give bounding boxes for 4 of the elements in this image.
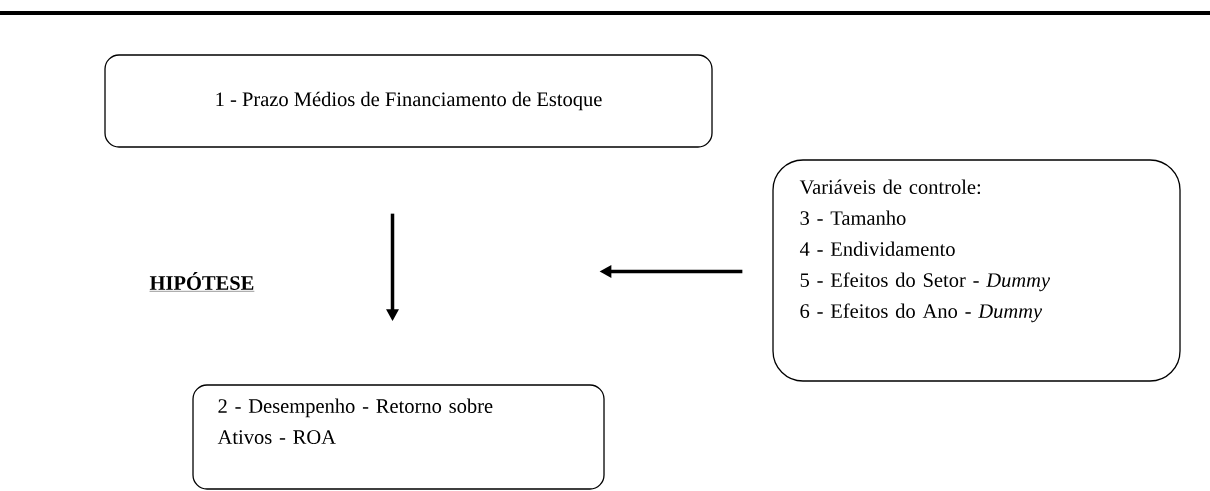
rounded-box: 2 - Desempenho - Retorno sobre Ativos - ROA <box>192 384 605 490</box>
rounded-box: 1 - Prazo Médios de Financiamento de Estoque <box>104 54 713 148</box>
rounded-box: Variáveis de controle: 3 - Tamanho 4 - Endividamento 5 - Efeitos do Setor - Dummy 6 - Efeitos do Ano - Dummy <box>772 159 1181 382</box>
heading: HIPÓTESE <box>149 272 255 292</box>
